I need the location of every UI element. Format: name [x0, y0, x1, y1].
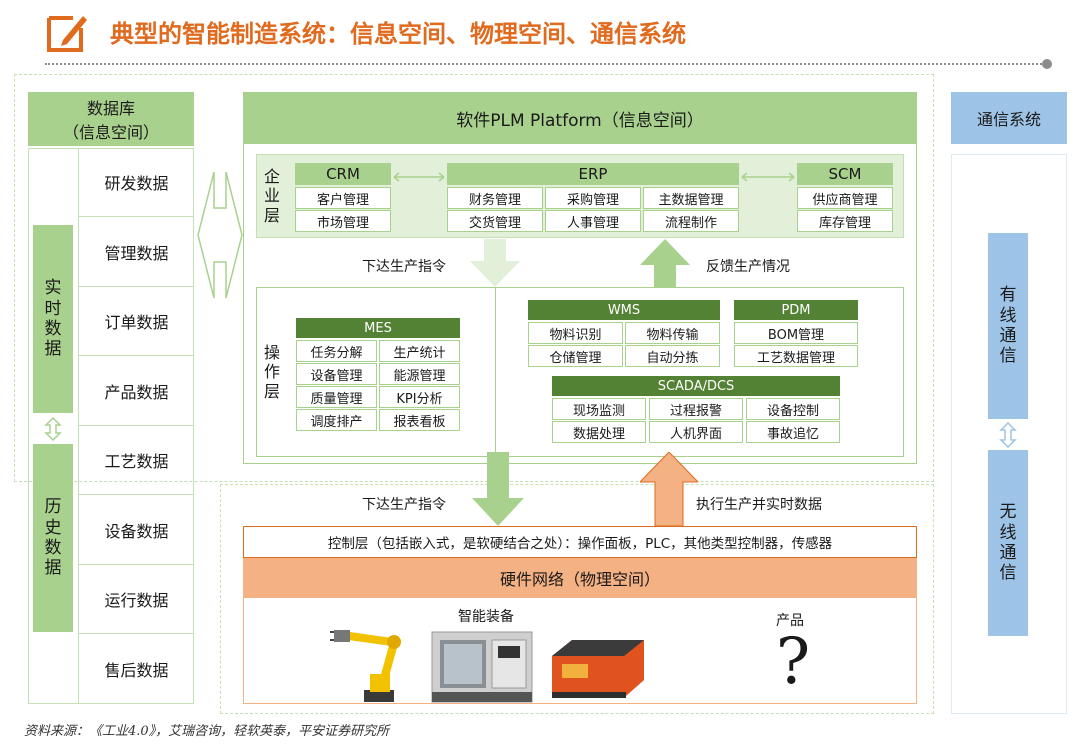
mes-item: KPI分析 [379, 386, 460, 408]
crm-item: 客户管理 [295, 187, 391, 209]
scm-module: SCM 供应商管理 库存管理 [797, 163, 893, 233]
erp-item: 财务管理 [447, 187, 543, 209]
title-icon [45, 10, 89, 54]
scada-item: 人机界面 [649, 421, 743, 443]
mes-item: 任务分解 [296, 340, 377, 362]
erp-item: 交货管理 [447, 210, 543, 232]
execute-production-label: 执行生产并实时数据 [696, 497, 822, 513]
database-title: 数据库 [86, 99, 135, 118]
control-layer: 控制层（包括嵌入式，是软硬结合之处）：操作面板，PLC，其他类型控制器，传感器 [243, 526, 917, 558]
agv-icon [546, 626, 650, 704]
wms-item: 自动分拣 [625, 345, 720, 367]
database-item-aftersales: 售后数据 [104, 661, 169, 680]
comm-double-arrow-icon [999, 421, 1017, 449]
erp-item: 主数据管理 [643, 187, 739, 209]
database-item-operation: 运行数据 [79, 565, 194, 634]
source-note: 资料来源：《工业4.0》，艾瑞咨询，轻软英泰，平安证券研究所 [24, 724, 390, 739]
enterprise-layer-label: 企业层 [263, 167, 280, 225]
scada-module: SCADA/DCS 现场监测 过程报警 设备控制 数据处理 人机界面 事故追忆 [552, 376, 840, 444]
erp-item: 人事管理 [545, 210, 641, 232]
title-divider-dot [1042, 59, 1052, 69]
mes-title: MES [296, 318, 460, 338]
mes-item: 设备管理 [296, 363, 377, 385]
scm-item: 库存管理 [797, 210, 893, 232]
wms-title: WMS [528, 300, 720, 320]
up-arrow-icon [640, 239, 690, 287]
pdm-item: BOM管理 [734, 322, 858, 344]
scm-title: SCM [797, 163, 893, 185]
smart-equipment-label: 智能装备 [458, 609, 514, 625]
scada-item: 数据处理 [552, 421, 646, 443]
pdm-item: 工艺数据管理 [734, 345, 858, 367]
mes-module: MES 任务分解 生产统计 设备管理 能源管理 质量管理 KPI分析 调度排产 … [296, 318, 460, 431]
cnc-machine-icon [430, 626, 534, 704]
wireless-communication: 无线 通信 [988, 450, 1028, 636]
pdm-module: PDM BOM管理 工艺数据管理 [734, 300, 858, 368]
crm-erp-link-icon [392, 168, 446, 182]
double-arrow-icon [44, 416, 62, 442]
feedback-production-label: 反馈生产情况 [706, 259, 790, 275]
issue-production-order-label: 下达生产指令 [362, 259, 446, 275]
wms-item: 物料传输 [625, 322, 720, 344]
down-arrow-icon [470, 239, 520, 287]
database-item-rd: 研发数据 [79, 148, 194, 217]
erp-title: ERP [447, 163, 739, 185]
database-body [28, 148, 194, 704]
database-subtitle: （信息空间） [62, 123, 159, 142]
comm-header: 通信系统 [951, 92, 1067, 144]
hardware-body [243, 598, 917, 704]
wired-communication: 有线 通信 [988, 233, 1028, 419]
scada-item: 设备控制 [746, 398, 840, 420]
database-plm-arrow-icon [196, 170, 244, 300]
mes-item: 调度排产 [296, 409, 377, 431]
database-item-order: 订单数据 [79, 287, 194, 356]
database-item-equipment: 设备数据 [79, 495, 194, 565]
down-arrow-to-control-icon [472, 452, 524, 526]
mes-item: 能源管理 [379, 363, 460, 385]
plm-header: 软件PLM Platform（信息空间） [243, 92, 917, 144]
title-divider [45, 63, 1045, 65]
hardware-header: 硬件网络（物理空间） [243, 558, 917, 598]
history-data-label: 历史 数据 [33, 444, 73, 632]
operation-layer [256, 287, 904, 457]
operation-layer-divider [495, 287, 496, 457]
up-arrow-from-control-icon [638, 451, 700, 527]
pdm-title: PDM [734, 300, 858, 320]
erp-scm-link-icon [740, 168, 796, 182]
wms-module: WMS 物料识别 物料传输 仓储管理 自动分拣 [528, 300, 720, 368]
product-unknown-symbol: ? [775, 625, 811, 699]
database-item-management: 管理数据 [79, 217, 194, 287]
database-header: 数据库 （信息空间） [28, 92, 194, 146]
product-label: 产品 [776, 613, 804, 629]
scada-item: 事故追忆 [746, 421, 840, 443]
comm-body [951, 154, 1067, 714]
crm-item: 市场管理 [295, 210, 391, 232]
lower-issue-order-label: 下达生产指令 [362, 497, 446, 513]
wms-item: 物料识别 [528, 322, 623, 344]
database-items: 研发数据 管理数据 订单数据 产品数据 工艺数据 设备数据 运行数据 售后数据 [78, 148, 194, 704]
plm-body [243, 144, 917, 464]
database-item-product: 产品数据 [79, 356, 194, 426]
database-item-process: 工艺数据 [79, 426, 194, 495]
scada-title: SCADA/DCS [552, 376, 840, 396]
mes-item: 报表看板 [379, 409, 460, 431]
physical-space-frame [220, 484, 934, 714]
wms-item: 仓储管理 [528, 345, 623, 367]
page-title: 典型的智能制造系统：信息空间、物理空间、通信系统 [110, 19, 686, 48]
robot-arm-icon [330, 624, 420, 704]
crm-title: CRM [295, 163, 391, 185]
crm-module: CRM 客户管理 市场管理 [295, 163, 391, 233]
information-space-frame [14, 74, 934, 482]
scm-item: 供应商管理 [797, 187, 893, 209]
erp-item: 采购管理 [545, 187, 641, 209]
erp-item: 流程制作 [643, 210, 739, 232]
scada-item: 现场监测 [552, 398, 646, 420]
operation-layer-label: 操作层 [263, 343, 280, 401]
mes-item: 质量管理 [296, 386, 377, 408]
scada-item: 过程报警 [649, 398, 743, 420]
erp-module: ERP 财务管理 采购管理 主数据管理 交货管理 人事管理 流程制作 [447, 163, 739, 233]
realtime-data-label: 实时 数据 [33, 225, 73, 413]
mes-item: 生产统计 [379, 340, 460, 362]
